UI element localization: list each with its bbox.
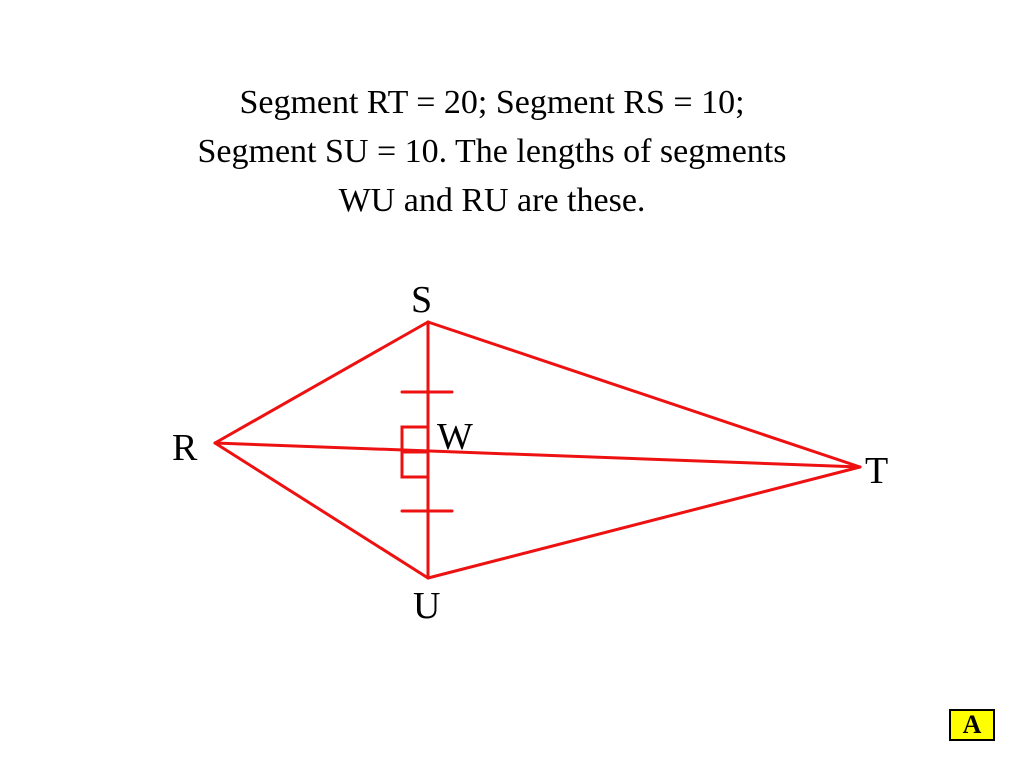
question-line-1: Segment RT = 20; Segment RS = 10; (239, 84, 745, 121)
question-line-2: Segment SU = 10. The lengths of segments (197, 133, 787, 170)
answer-button[interactable]: A (949, 709, 995, 741)
segment-rs (213, 320, 430, 445)
vertex-label-s: S (411, 279, 432, 321)
vertex-label-u: U (413, 585, 440, 627)
segment-ur (213, 441, 430, 580)
point-label-w: W (437, 416, 473, 458)
segment-st (426, 320, 862, 469)
vertex-label-t: T (865, 450, 888, 492)
segment-rt (213, 441, 862, 469)
segment-tu (426, 465, 862, 580)
question-text: Segment RT = 20; Segment RS = 10; Segmen… (0, 78, 984, 225)
question-line-3: WU and RU are these. (338, 182, 646, 219)
vertex-label-r: R (172, 427, 198, 469)
